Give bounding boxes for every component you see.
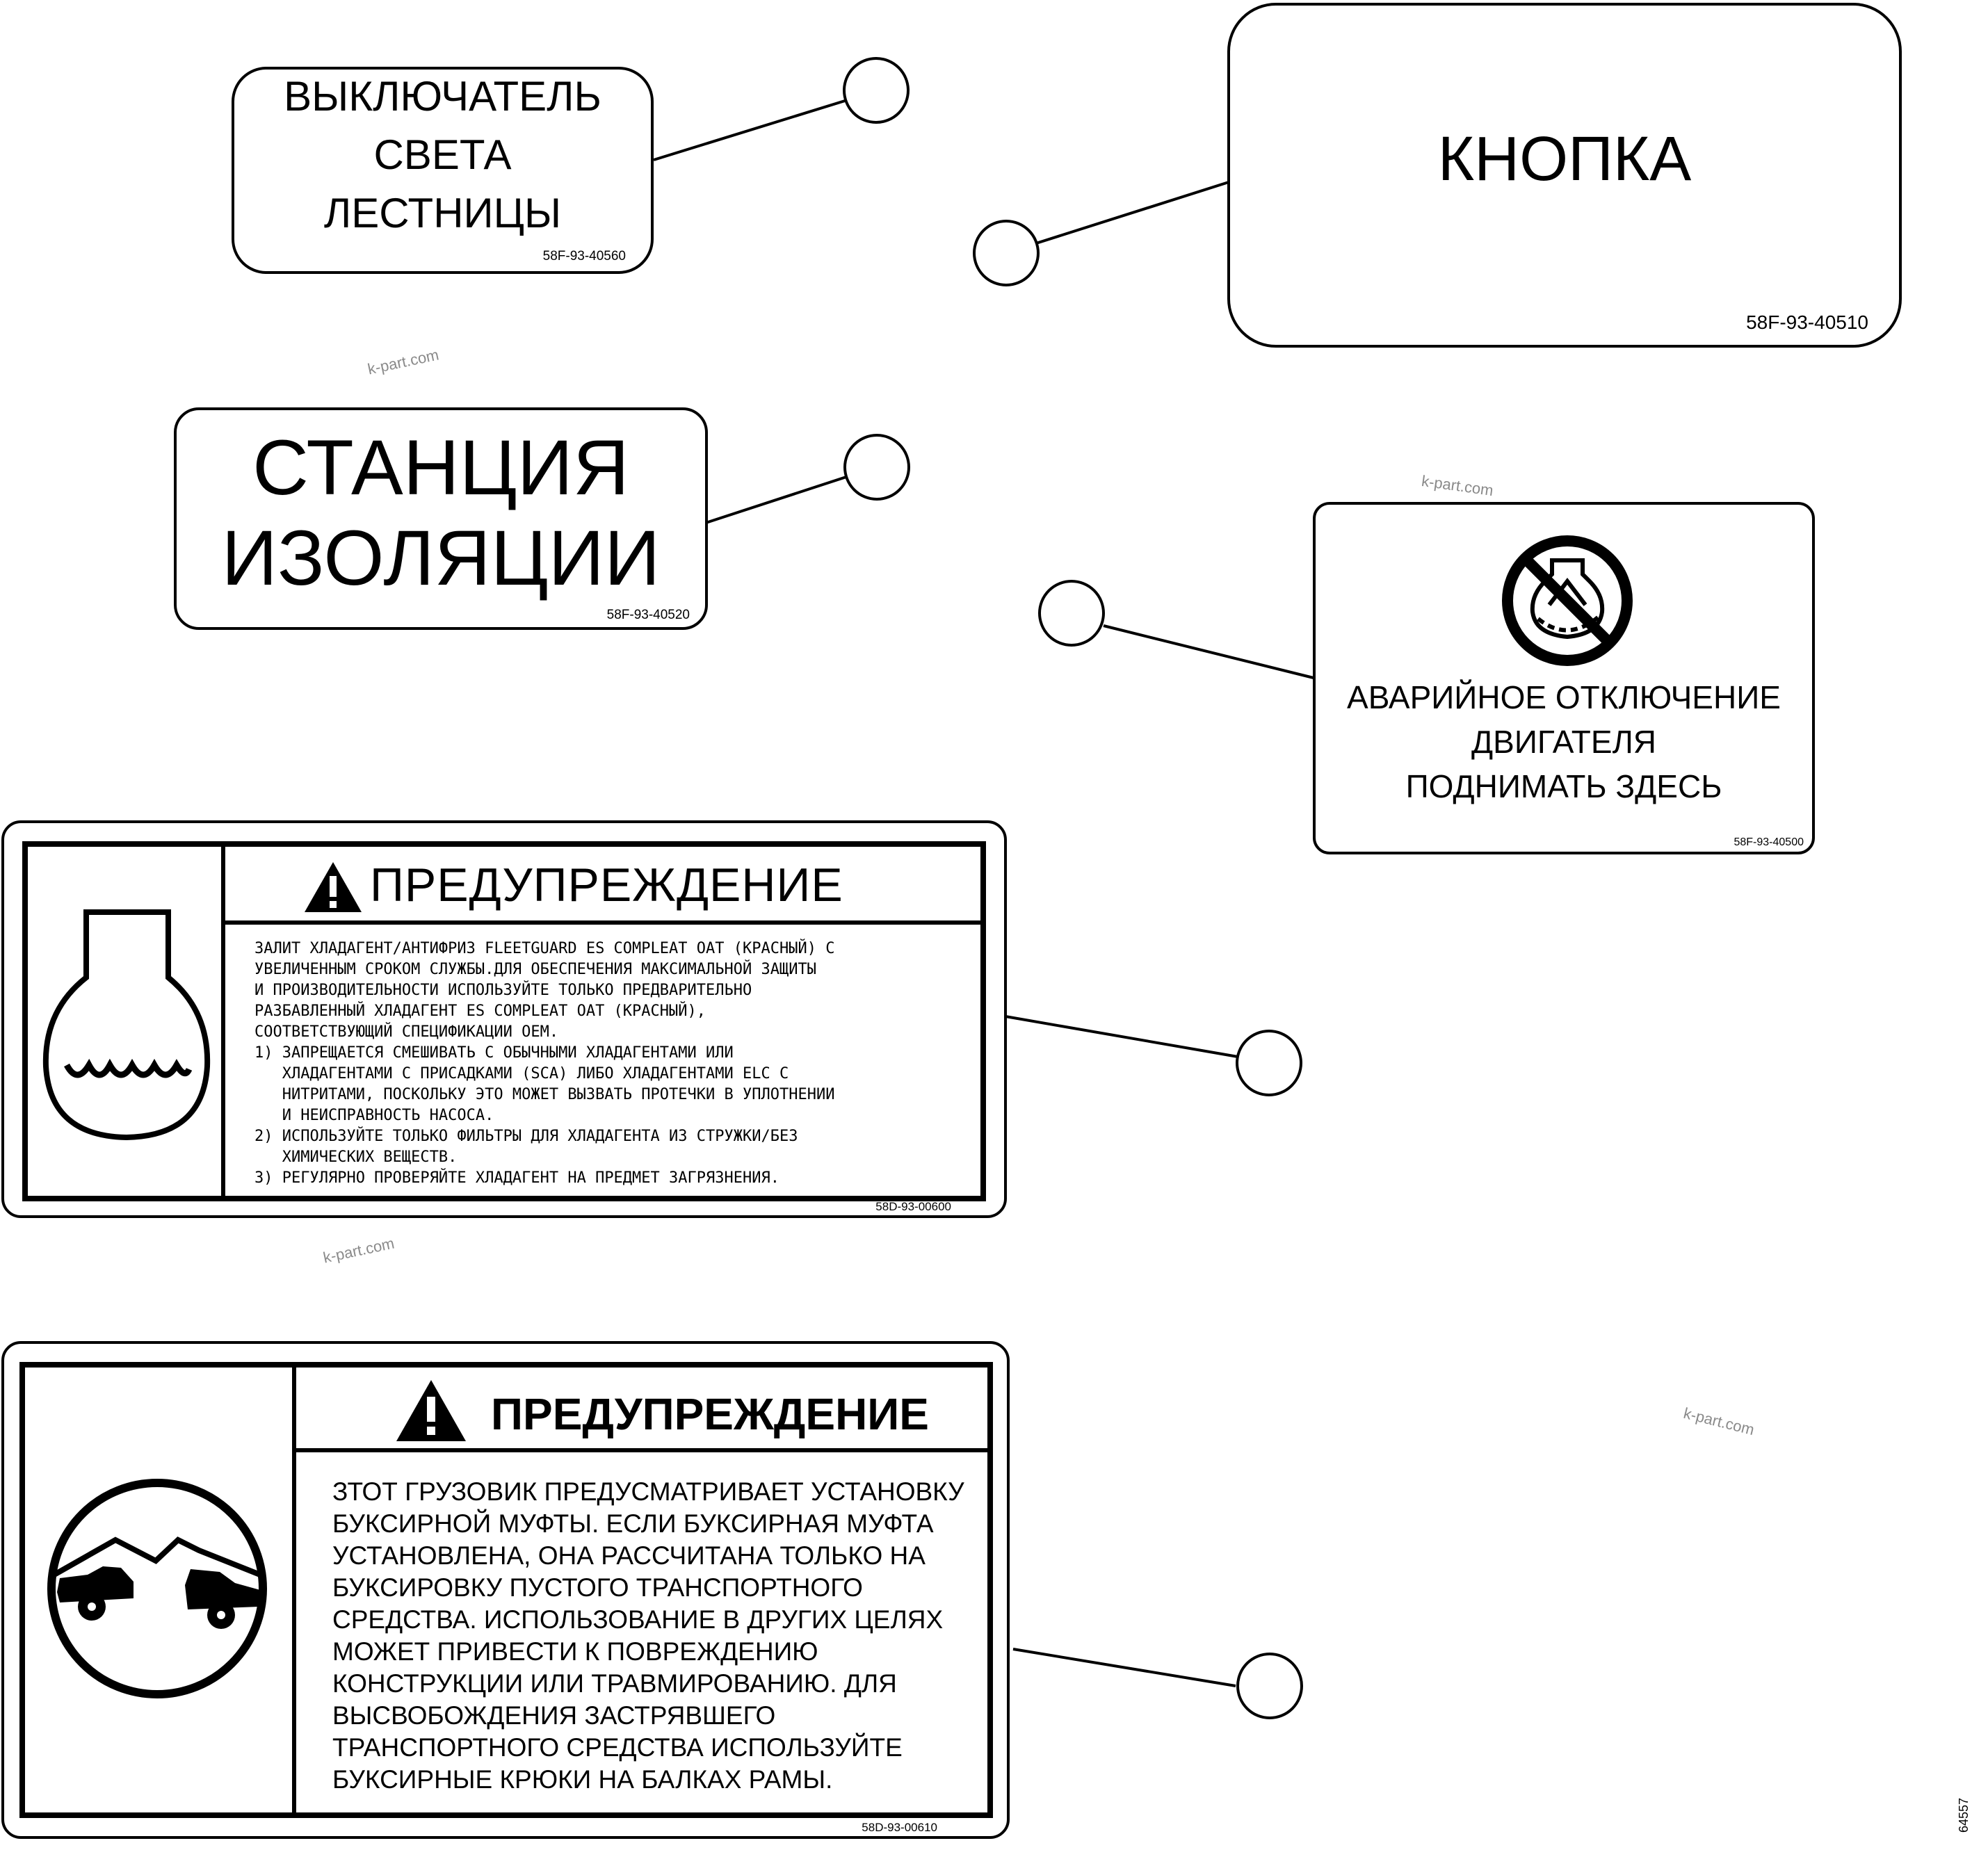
coolant-warning-title: ПРЕДУПРЕЖДЕНИЕ — [370, 859, 843, 911]
coolant-warning-line: И ПРОИЗВОДИТЕЛЬНОСТИ ИСПОЛЬЗУЙТЕ ТОЛЬКО … — [254, 982, 752, 999]
label-isolation-line-1: СТАНЦИЯ — [252, 424, 629, 511]
tow-warning-divider-horizontal — [292, 1448, 993, 1452]
warning-triangle-icon — [305, 862, 362, 912]
tow-warning-line: ЗТОТ ГРУЗОВИК ПРЕДУСМАТРИВАЕТ УСТАНОВКУ — [332, 1477, 964, 1506]
tow-warning-line: БУКСИРНОЙ МУФТЫ. ЕСЛИ БУКСИРНАЯ МУФТА — [332, 1509, 934, 1538]
tow-warning-line: КОНСТРУКЦИИ ИЛИ ТРАВМИРОВАНИЮ. ДЛЯ — [332, 1669, 897, 1698]
no-engine-icon — [1502, 535, 1633, 666]
label-emergency-code: 58F-93-40500 — [1734, 836, 1804, 848]
tow-warning-line: ВЫСВОБОЖДЕНИЯ ЗАСТРЯВШЕГО — [332, 1701, 776, 1730]
warning-triangle-icon — [396, 1380, 466, 1441]
leader-line-emergency — [1103, 624, 1320, 681]
leader-line-stair-light — [653, 99, 846, 161]
callout-circle-isolation — [843, 434, 910, 501]
leader-line-button — [1035, 181, 1229, 245]
coolant-warning-line: РАЗБАВЛЕННЫЙ ХЛАДАГЕНТ ES COMPLEAT OAT (… — [254, 1003, 706, 1020]
tow-warning-line: БУКСИРОВКУ ПУСТОГО ТРАНСПОРТНОГО — [332, 1573, 863, 1602]
tow-warning-body: ЗТОТ ГРУЗОВИК ПРЕДУСМАТРИВАЕТ УСТАНОВКУ … — [332, 1476, 964, 1796]
tow-warning-title: ПРЕДУПРЕЖДЕНИЕ — [491, 1389, 929, 1439]
label-tow-warning: ПРЕДУПРЕЖДЕНИЕ ЗТОТ ГРУЗОВИК ПРЕДУСМАТРИ… — [1, 1341, 1010, 1839]
figure-number: 64557 — [1957, 1797, 1971, 1833]
tow-warning-line: ТРАНСПОРТНОГО СРЕДСТВА ИСПОЛЬЗУЙТЕ — [332, 1733, 903, 1762]
label-button-text: КНОПКА — [1437, 124, 1692, 194]
coolant-warning-line: УВЕЛИЧЕННЫМ СРОКОМ СЛУЖБЫ.ДЛЯ ОБЕСПЕЧЕНИ… — [254, 961, 816, 978]
coolant-warning-line: 3) РЕГУЛЯРНО ПРОВЕРЯЙТЕ ХЛАДАГЕНТ НА ПРЕ… — [254, 1169, 779, 1187]
tow-warning-code: 58D-93-00610 — [862, 1821, 937, 1834]
label-button-code: 58F-93-40510 — [1746, 311, 1868, 333]
tow-warning-line: БУКСИРНЫЕ КРЮКИ НА БАЛКАХ РАМЫ. — [332, 1765, 833, 1794]
label-isolation-line-2: ИЗОЛЯЦИИ — [221, 514, 661, 601]
coolant-warning-code: 58D-93-00600 — [875, 1200, 951, 1213]
callout-circle-button — [973, 220, 1040, 286]
coolant-warning-divider-vertical — [221, 841, 225, 1201]
label-coolant-warning: ПРЕДУПРЕЖДЕНИЕ ЗАЛИТ ХЛАДАГЕНТ/АНТИФРИЗ … — [1, 820, 1007, 1218]
label-isolation-code: 58F-93-40520 — [606, 608, 690, 622]
coolant-warning-line: ХИМИЧЕСКИХ ВЕЩЕСТВ. — [254, 1149, 458, 1166]
label-emergency-shutdown: АВАРИЙНОЕ ОТКЛЮЧЕНИЕ ДВИГАТЕЛЯ ПОДНИМАТЬ… — [1313, 502, 1815, 854]
coolant-tank-icon — [42, 909, 211, 1141]
coolant-warning-line: 2) ИСПОЛЬЗУЙТЕ ТОЛЬКО ФИЛЬТРЫ ДЛЯ ХЛАДАГ… — [254, 1128, 798, 1145]
callout-circle-emergency — [1038, 580, 1105, 647]
tow-warning-line: СРЕДСТВА. ИСПОЛЬЗОВАНИЕ В ДРУГИХ ЦЕЛЯХ — [332, 1605, 944, 1634]
label-stair-light-code: 58F-93-40560 — [542, 249, 626, 263]
tow-warning-divider-vertical — [292, 1362, 296, 1818]
label-stair-light-line-1: ВЫКЛЮЧАТЕЛЬ — [284, 73, 601, 120]
leader-line-coolant — [1005, 1015, 1238, 1058]
coolant-warning-inner-frame — [22, 841, 986, 1201]
label-button: КНОПКА 58F-93-40510 — [1227, 3, 1902, 348]
label-emergency-line-1: АВАРИЙНОЕ ОТКЛЮЧЕНИЕ — [1347, 679, 1781, 715]
callout-circle-stair-light — [843, 57, 910, 124]
leader-line-tow — [1012, 1648, 1236, 1687]
tow-vehicle-icon — [47, 1479, 267, 1698]
coolant-warning-line: ХЛАДАГЕНТАМИ С ПРИСАДКАМИ (SCA) ЛИБО ХЛА… — [254, 1065, 789, 1082]
label-stair-light-line-2: СВЕТА — [373, 131, 512, 178]
coolant-warning-line: ЗАЛИТ ХЛАДАГЕНТ/АНТИФРИЗ FLEETGUARD ES C… — [254, 940, 835, 957]
leader-line-isolation — [705, 476, 847, 524]
coolant-warning-line: И НЕИСПРАВНОСТЬ НАСОСА. — [254, 1107, 494, 1124]
callout-circle-coolant — [1236, 1030, 1302, 1096]
coolant-warning-body: ЗАЛИТ ХЛАДАГЕНТ/АНТИФРИЗ FLEETGUARD ES C… — [254, 939, 834, 1189]
coolant-warning-line: НИТРИТАМИ, ПОСКОЛЬКУ ЭТО МОЖЕТ ВЫЗВАТЬ П… — [254, 1086, 835, 1103]
coolant-warning-line: 1) ЗАПРЕЩАЕТСЯ СМЕШИВАТЬ С ОБЫЧНЫМИ ХЛАД… — [254, 1044, 734, 1062]
callout-circle-tow — [1236, 1653, 1303, 1719]
coolant-warning-divider-horizontal — [221, 920, 986, 925]
label-emergency-line-2: ДВИГАТЕЛЯ — [1471, 724, 1656, 760]
label-isolation-station: СТАНЦИЯ ИЗОЛЯЦИИ 58F-93-40520 — [174, 407, 708, 630]
tow-warning-line: УСТАНОВЛЕНА, ОНА РАССЧИТАНА ТОЛЬКО НА — [332, 1541, 926, 1570]
label-emergency-line-3: ПОДНИМАТЬ ЗДЕСЬ — [1405, 768, 1722, 804]
tow-warning-line: МОЖЕТ ПРИВЕСТИ К ПОВРЕЖДЕНИЮ — [332, 1637, 818, 1666]
coolant-warning-line: СООТВЕТСТВУЮЩИЙ СПЕЦИФИКАЦИИ OEM. — [254, 1023, 559, 1041]
tow-warning-inner-frame — [19, 1362, 993, 1818]
label-stair-light-line-3: ЛЕСТНИЦЫ — [323, 190, 562, 236]
label-stair-light-switch: ВЫКЛЮЧАТЕЛЬ СВЕТА ЛЕСТНИЦЫ 58F-93-40560 — [232, 67, 654, 274]
